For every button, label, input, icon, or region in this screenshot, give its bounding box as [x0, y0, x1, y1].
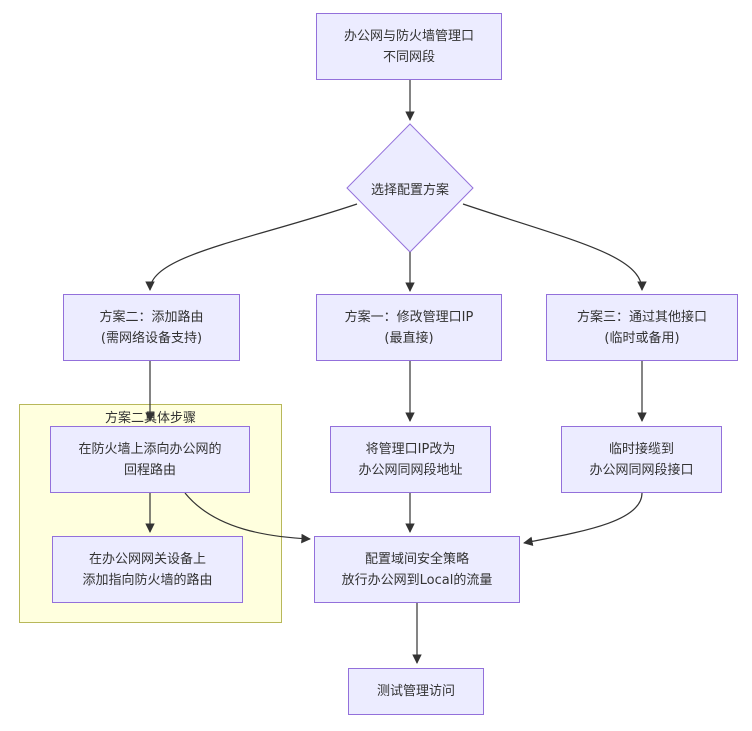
edge-decision-to-plan2 [145, 203, 358, 291]
node-gw-route-line2: 添加指向防火墙的路由 [82, 572, 213, 588]
node-fw-route-line2: 回程路由 [123, 462, 176, 478]
edge-fw-route-to-policy [184, 492, 311, 544]
node-change-ip-line2: 办公网同网段地址 [358, 462, 463, 478]
node-fw-route: 在防火墙上添向办公网的 回程路由 [50, 426, 250, 493]
node-plan2-line2: (需网络设备支持) [100, 330, 203, 346]
node-change-ip-line1: 将管理口IP改为 [365, 441, 456, 457]
node-plan3-line2: (临时或备用) [604, 330, 680, 346]
edge-decision-to-plan3 [462, 203, 647, 291]
node-fw-route-line1: 在防火墙上添向办公网的 [78, 441, 222, 457]
node-policy-line1: 配置域间安全策略 [364, 551, 469, 567]
node-policy: 配置域间安全策略 放行办公网到Local的流量 [314, 536, 520, 603]
node-plan1: 方案一：修改管理口IP (最直接) [316, 294, 502, 361]
node-gw-route: 在办公网网关设备上 添加指向防火墙的路由 [52, 536, 243, 603]
node-plan1-line1: 方案一：修改管理口IP [344, 309, 474, 325]
node-plan1-line2: (最直接) [384, 330, 434, 346]
node-start-line1: 办公网与防火墙管理口 [343, 28, 474, 44]
node-start: 办公网与防火墙管理口 不同网段 [316, 13, 502, 80]
node-temp-cable: 临时接缆到 办公网同网段接口 [561, 426, 722, 493]
node-temp-cable-line1: 临时接缆到 [608, 441, 674, 457]
node-test: 测试管理访问 [348, 668, 484, 715]
node-change-ip: 将管理口IP改为 办公网同网段地址 [330, 426, 491, 493]
node-plan3-line1: 方案三：通过其他接口 [576, 309, 707, 325]
node-decision-label: 选择配置方案 [370, 182, 449, 198]
node-test-line1: 测试管理访问 [376, 684, 455, 699]
node-plan2: 方案二：添加路由 (需网络设备支持) [63, 294, 240, 361]
edge-temp-cable-to-policy [523, 492, 643, 547]
node-start-line2: 不同网段 [382, 49, 435, 65]
node-plan3: 方案三：通过其他接口 (临时或备用) [546, 294, 738, 361]
node-gw-route-line1: 在办公网网关设备上 [88, 551, 206, 567]
node-plan2-line1: 方案二：添加路由 [99, 309, 204, 325]
node-temp-cable-line2: 办公网同网段接口 [589, 462, 694, 478]
node-policy-line2: 放行办公网到Local的流量 [341, 572, 493, 588]
